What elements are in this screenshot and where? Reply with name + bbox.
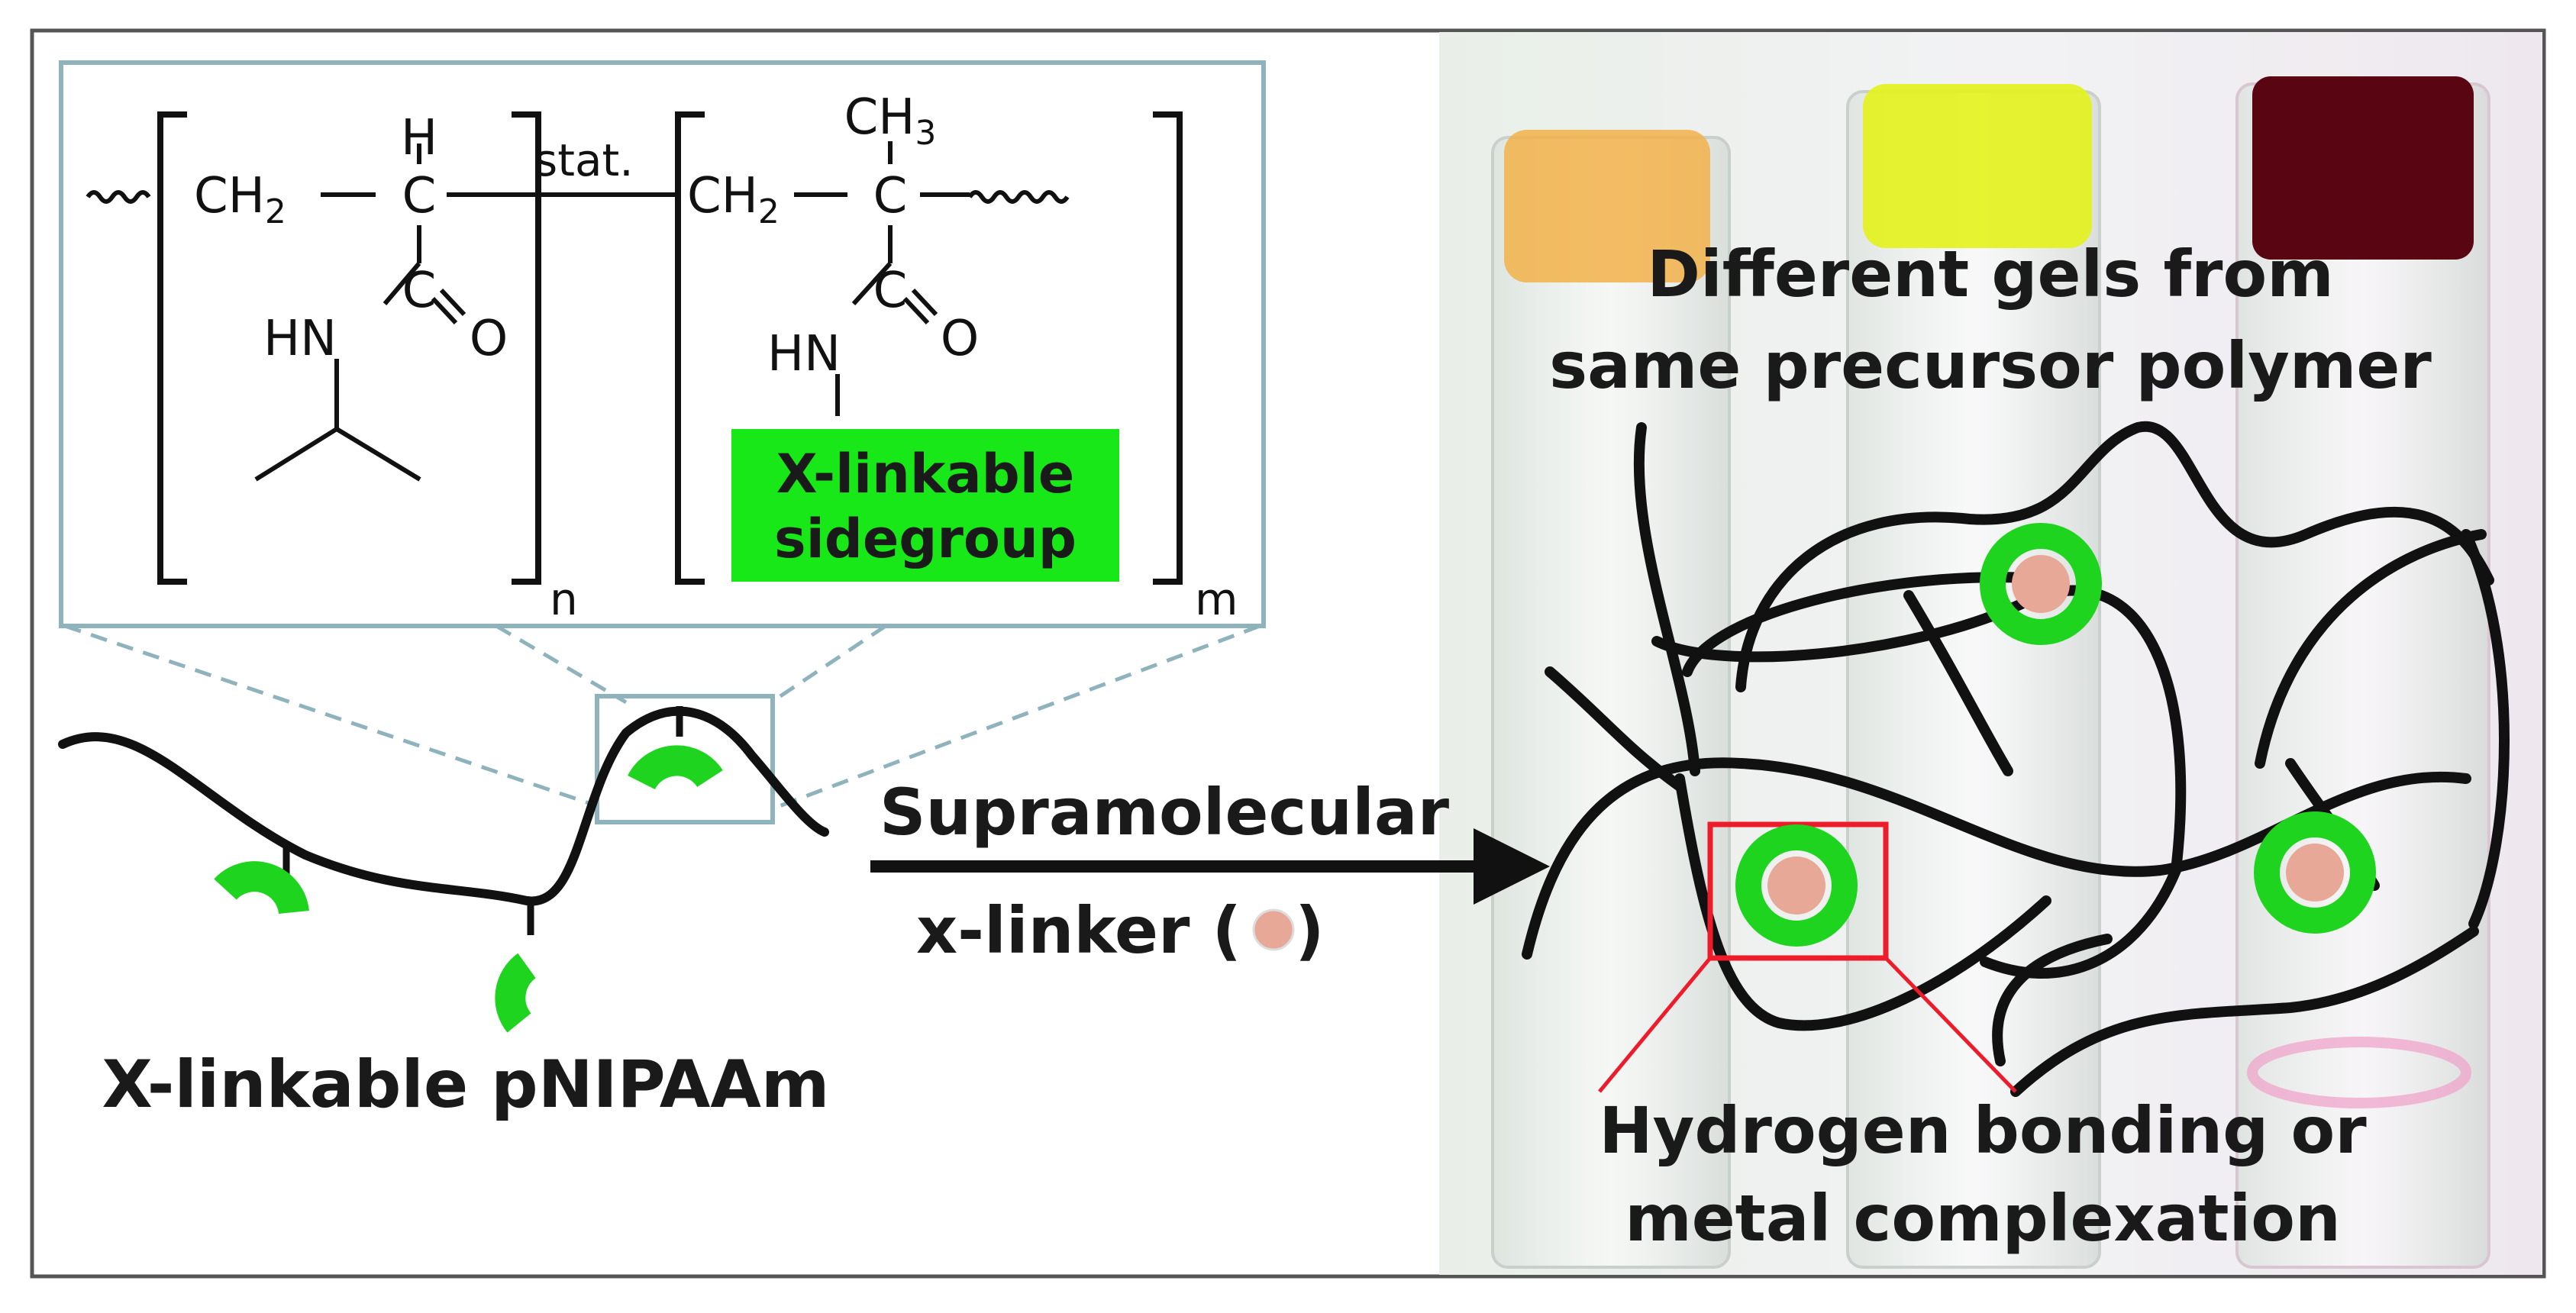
vial-2-gel (1863, 84, 2092, 248)
bracket-m-right (1153, 111, 1183, 585)
photo-panel: Different gels from same precursor polym… (1439, 32, 2542, 1275)
bracket-m-left (675, 111, 705, 585)
zoom-source-box (595, 694, 775, 824)
photo-caption-line1: Different gels from (1647, 237, 2333, 311)
binding-pocket (495, 953, 537, 1033)
photo-caption-line2: same precursor polymer (1549, 328, 2432, 403)
crosslink-3 (2254, 811, 2376, 934)
arrow-label-close: ) (1295, 893, 1324, 968)
network-strand (2010, 926, 2479, 1097)
atom-ch2-right: CH2 (687, 168, 780, 231)
atom-ch3-text: CH (844, 89, 915, 146)
photo-bottom-line2: metal complexation (1625, 1181, 2341, 1256)
network-strand (2255, 529, 2487, 769)
sidegroup-line2: sidegroup (774, 508, 1077, 570)
atom-ch2-right-sub: 2 (758, 192, 780, 231)
binding-pocket (628, 745, 723, 790)
left-caption: X-linkable pNIPAAm (102, 1047, 829, 1123)
arrow-label-line2: x-linker () (916, 893, 1324, 968)
atom-ch2-right-text: CH (687, 168, 758, 224)
atom-ch3: CH3 (844, 89, 937, 153)
bonds (254, 141, 970, 482)
vial-3 (2235, 76, 2490, 1269)
atom-c-carbonyl-right: C (873, 263, 908, 319)
atom-c-carbonyl-left: C (402, 263, 437, 319)
photo-bottom-line1: Hydrogen bonding or (1599, 1093, 2367, 1168)
atom-h: H (401, 110, 437, 166)
arrow-head (1474, 828, 1550, 905)
atom-ch2-left-sub: 2 (265, 192, 286, 231)
atom-o-right: O (941, 311, 979, 367)
vial-1 (1491, 130, 1731, 1269)
atom-ch2-left-text: CH (194, 168, 265, 224)
zoom-lines (64, 624, 1261, 811)
network-strand (1674, 773, 2051, 1031)
atom-c-left: C (402, 168, 437, 224)
gel-network (1522, 421, 2510, 1097)
chemical-structure: H CH2 C C O HN stat. n CH3 CH2 C C O HN … (59, 60, 1266, 628)
binding-pocket (214, 861, 309, 915)
polymer-chain (58, 706, 829, 1033)
atom-hn-left: HN (263, 311, 337, 367)
stat-label: stat. (534, 134, 634, 186)
highlight-leader-left (1598, 957, 1712, 1093)
network-strand (1903, 590, 2013, 776)
bracket-n-right (512, 111, 541, 585)
vial-3-gel (2252, 76, 2474, 260)
network-strand (1651, 585, 2187, 979)
crosslinker-dot-icon (1252, 908, 1295, 951)
bracket-n-left (157, 111, 187, 585)
highlight-leader-right (1884, 957, 2017, 1093)
highlight-box (1707, 821, 1889, 961)
network-strand (1735, 421, 2494, 692)
atom-c-right: C (873, 168, 908, 224)
reaction-arrow: Supramolecular x-linker () (870, 775, 1550, 968)
polymer-backbone (58, 706, 829, 906)
atom-ch3-sub: 3 (915, 114, 936, 153)
arrow-label-line1: Supramolecular (880, 775, 1450, 850)
network-strand (1992, 934, 2113, 1066)
chain-end-left (86, 190, 151, 204)
vial-1-gel (1504, 130, 1710, 282)
crosslink-2 (1735, 824, 1858, 947)
repeat-n-label: n (550, 573, 578, 625)
network-strand (1633, 422, 1700, 776)
atom-hn-right: HN (767, 326, 841, 382)
crosslink-1 (1980, 523, 2102, 645)
repeat-m-label: m (1195, 573, 1238, 625)
arrow-label-text: x-linker ( (916, 893, 1241, 968)
network-strand (2461, 529, 2510, 929)
binding-pockets (214, 745, 723, 1033)
chain-end-right (967, 190, 1070, 204)
sidegroup-box (731, 429, 1119, 582)
sidegroup-line1: X-linkable (776, 443, 1075, 505)
atom-o-left: O (470, 311, 508, 367)
atom-ch2-left: CH2 (194, 168, 286, 231)
